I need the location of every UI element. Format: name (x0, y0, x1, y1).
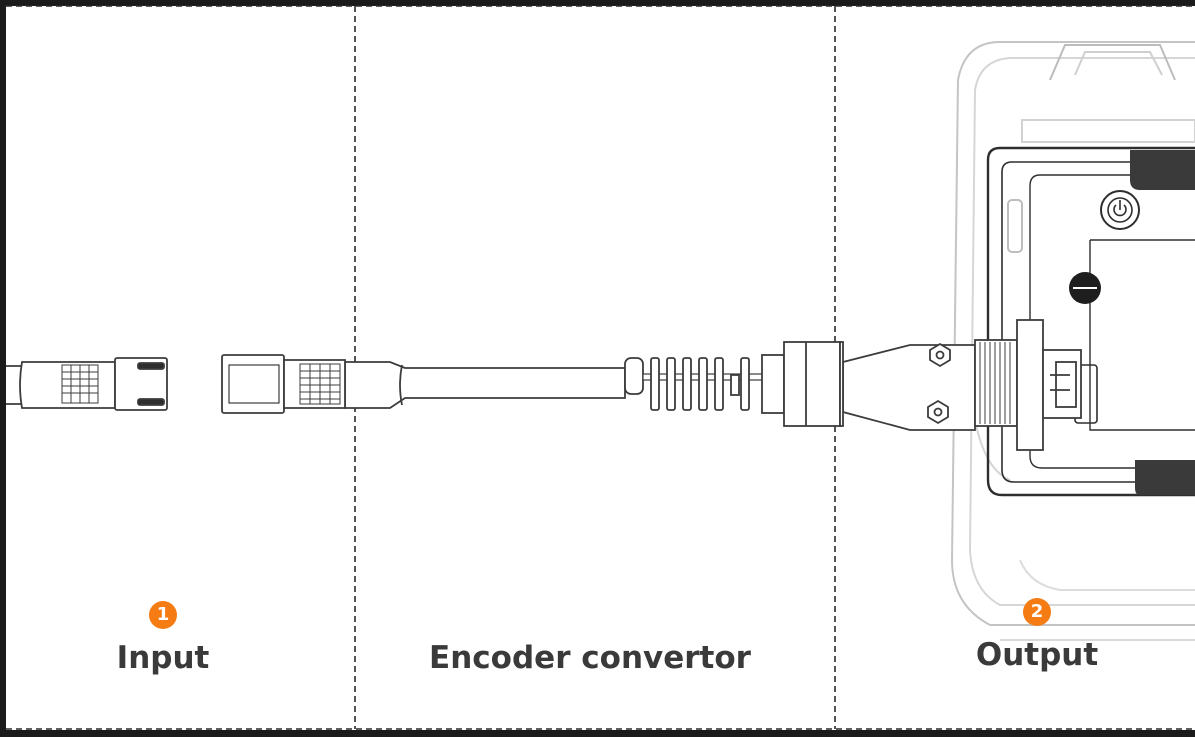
section-label-output: Output (975, 637, 1099, 673)
section-label-input: Input (116, 640, 210, 676)
output-connector (842, 319, 1082, 451)
encoder-convertor-illustration (344, 341, 844, 427)
input-male-connector (221, 354, 346, 414)
grip-pattern-left (61, 364, 99, 404)
input-female-connector (6, 357, 168, 411)
step-badge-2: 2 (1023, 598, 1051, 626)
step-badge-1: 1 (149, 601, 177, 629)
connector-ribs (979, 342, 1011, 424)
section-label-encoder-convertor: Encoder convertor (429, 640, 751, 676)
strain-relief-fins (650, 357, 750, 411)
grip-pattern-right (299, 363, 341, 405)
